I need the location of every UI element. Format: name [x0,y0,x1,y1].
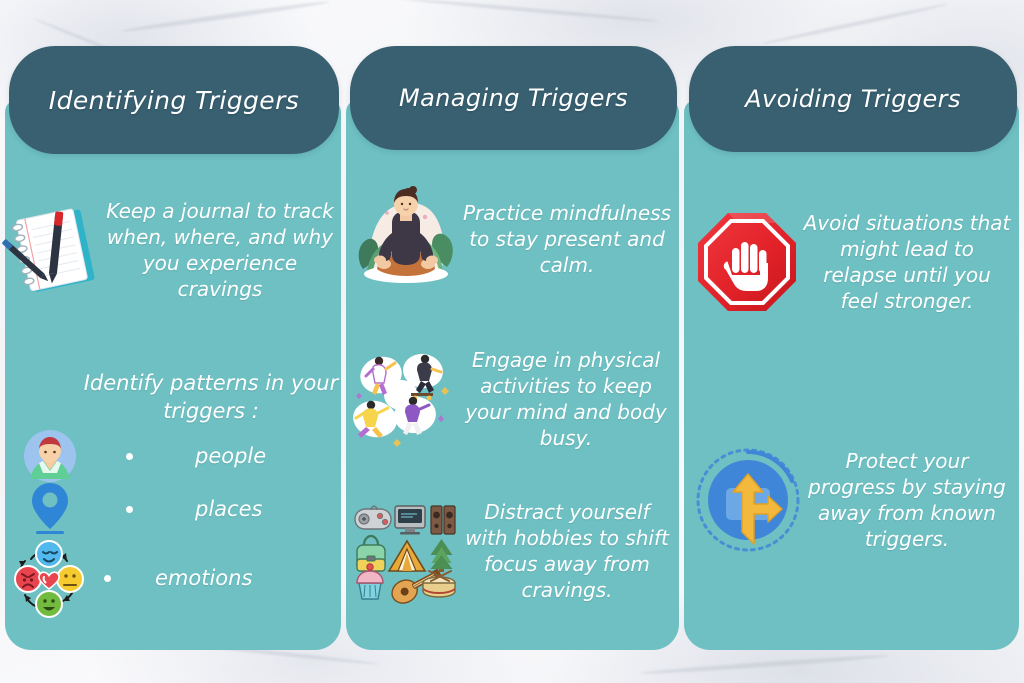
column-header-title: Identifying Triggers [48,85,300,115]
stop-hand-sign-icon [692,210,802,314]
column-card-avoiding-triggers [684,100,1019,650]
content-row-text: Keep a journal to track when, where, and… [106,199,334,301]
bullet-dot [126,505,133,513]
content-row: Keep a journal to track when, where, and… [2,195,338,305]
bullet-row-emotions: emotions [14,533,338,623]
content-row: Engage in physical activities to keep yo… [350,343,678,455]
meditation-yoga-icon [350,186,462,291]
emotions-cycle-icon [14,534,84,622]
physical-activities-icon [350,349,460,449]
content-row-text: Engage in physical activities to keep yo… [465,348,667,450]
column-header-avoiding-triggers: Avoiding Triggers [689,46,1017,152]
bullet-label: emotions [155,566,253,590]
content-row: Protect your progress by staying away fr… [692,430,1020,570]
content-row: Practice mindfulness to stay present and… [350,183,678,295]
bullet-row-people: people [22,425,338,487]
bullet-label: places [195,497,263,521]
content-row-text: Practice mindfulness to stay present and… [462,201,672,277]
notebook-pen-icon [2,207,104,293]
section-heading-identify-patterns: Identify patterns in your triggers : [83,371,339,423]
content-row-text: Avoid situations that might lead to rela… [803,211,1011,313]
bullet-dot [104,574,111,582]
bullet-dot [126,452,133,460]
person-avatar-icon [22,428,78,484]
content-row: Avoid situations that might lead to rela… [692,192,1020,332]
column-header-managing-triggers: Managing Triggers [350,46,677,150]
content-row: Distract yourself with hobbies to shift … [350,495,678,607]
detour-arrow-icon [692,446,804,554]
column-header-title: Avoiding Triggers [745,85,961,113]
location-pin-icon [22,481,78,537]
content-row-text: Distract yourself with hobbies to shift … [465,500,669,602]
bullet-row-places: places [22,478,338,540]
bullet-label: people [195,444,267,468]
column-header-title: Managing Triggers [398,84,629,112]
hobbies-collection-icon [350,501,462,604]
content-row-text: Protect your progress by staying away fr… [808,449,1006,551]
column-header-identifying-triggers: Identifying Triggers [9,46,339,154]
